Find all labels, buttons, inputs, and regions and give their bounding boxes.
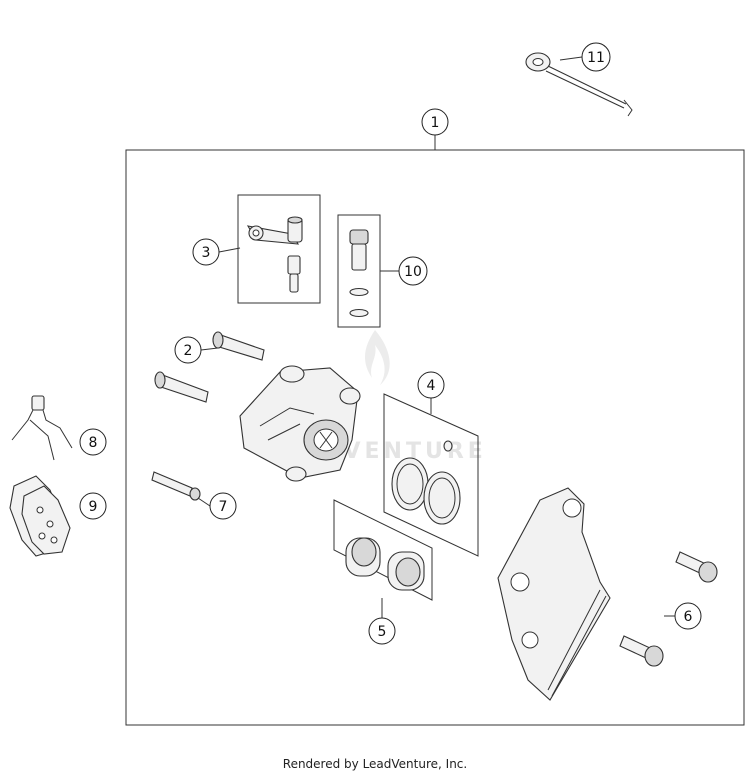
svg-text:2: 2 — [184, 343, 193, 359]
svg-text:10: 10 — [404, 264, 422, 280]
svg-text:5: 5 — [378, 624, 387, 640]
callout-7: 7 — [209, 492, 237, 520]
leader-lines — [197, 56, 681, 618]
parts-diagram: LEADVENTURE — [9, 42, 745, 726]
svg-text:3: 3 — [202, 245, 211, 261]
caliper-body — [239, 365, 361, 482]
callout-9: 9 — [79, 492, 107, 520]
callout-1: 1 — [421, 108, 449, 136]
kit-frame — [125, 149, 745, 726]
part-5-pistons — [333, 499, 433, 601]
callout-2: 2 — [174, 336, 202, 364]
part-11-brake-line — [525, 52, 633, 117]
svg-text:9: 9 — [89, 499, 98, 515]
svg-text:7: 7 — [219, 499, 228, 515]
callout-5: 5 — [368, 617, 396, 645]
part-7-pin — [151, 471, 201, 501]
caliper-bracket — [497, 487, 611, 701]
part-4-seals — [383, 393, 479, 557]
part-3-bleeder-kit — [237, 194, 321, 304]
callout-4: 4 — [417, 371, 445, 399]
part-6-bolts — [619, 551, 718, 667]
callout-10: 10 — [398, 256, 428, 286]
svg-text:1: 1 — [431, 115, 440, 131]
svg-text:8: 8 — [89, 435, 98, 451]
part-9-brake-pads — [9, 475, 71, 557]
svg-text:6: 6 — [684, 609, 693, 625]
svg-text:4: 4 — [427, 378, 436, 394]
callout-6: 6 — [674, 602, 702, 630]
footer-credit: Rendered by LeadVenture, Inc. — [282, 757, 468, 771]
callout-3: 3 — [192, 238, 220, 266]
callout-8: 8 — [79, 428, 107, 456]
callout-11: 11 — [581, 42, 611, 72]
part-2-pins — [154, 331, 265, 403]
part-10-seal-kit — [337, 214, 381, 328]
part-8-spring — [11, 395, 73, 461]
svg-text:11: 11 — [587, 50, 605, 66]
